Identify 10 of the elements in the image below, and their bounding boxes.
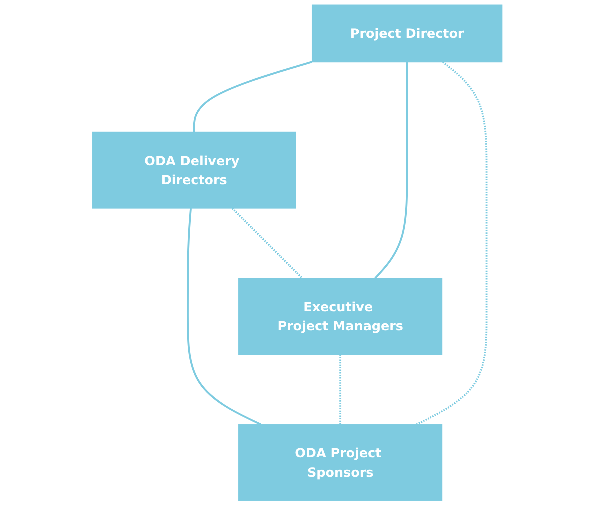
connector xyxy=(416,62,488,426)
connector xyxy=(232,208,304,280)
node-box: Project Director xyxy=(312,4,503,63)
node-box: ODA Project Sponsors xyxy=(238,424,443,502)
node-box: ODA Delivery Directors xyxy=(92,132,296,209)
connector xyxy=(193,61,313,132)
connector xyxy=(187,208,262,426)
node-box: Executive Project Managers xyxy=(238,278,443,356)
connector xyxy=(374,62,408,280)
connector xyxy=(340,354,342,425)
